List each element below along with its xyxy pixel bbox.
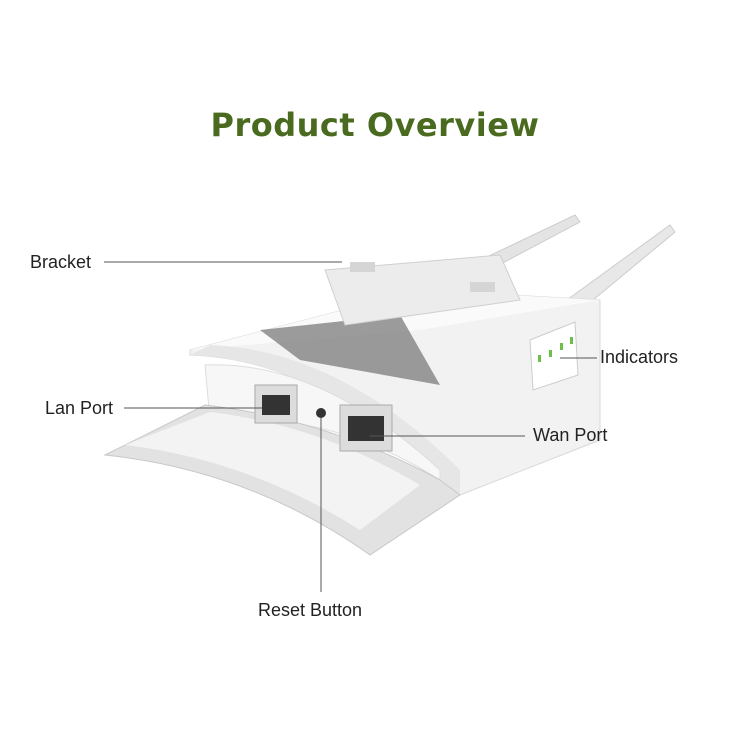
- page-title: Product Overview: [210, 106, 540, 144]
- callout-lan-port: Lan Port: [45, 398, 114, 418]
- port-cover-inner: [125, 412, 420, 530]
- device-label-plate: [260, 315, 440, 385]
- bracket-slot: [470, 282, 495, 292]
- reset-button: [316, 408, 326, 418]
- wan-port-jack: [348, 416, 384, 441]
- callout-reset-button: Reset Button: [258, 600, 363, 620]
- callout-wan-port: Wan Port: [533, 425, 608, 445]
- lan-port-jack: [262, 395, 290, 415]
- callout-bracket: Bracket: [30, 252, 92, 272]
- leader-lines: [104, 261, 597, 592]
- bracket: [324, 254, 521, 326]
- indicator-panel: [529, 321, 579, 391]
- callout-indicators: Indicators: [600, 347, 679, 367]
- led-indicators: [538, 337, 573, 362]
- bracket-slot: [350, 262, 375, 272]
